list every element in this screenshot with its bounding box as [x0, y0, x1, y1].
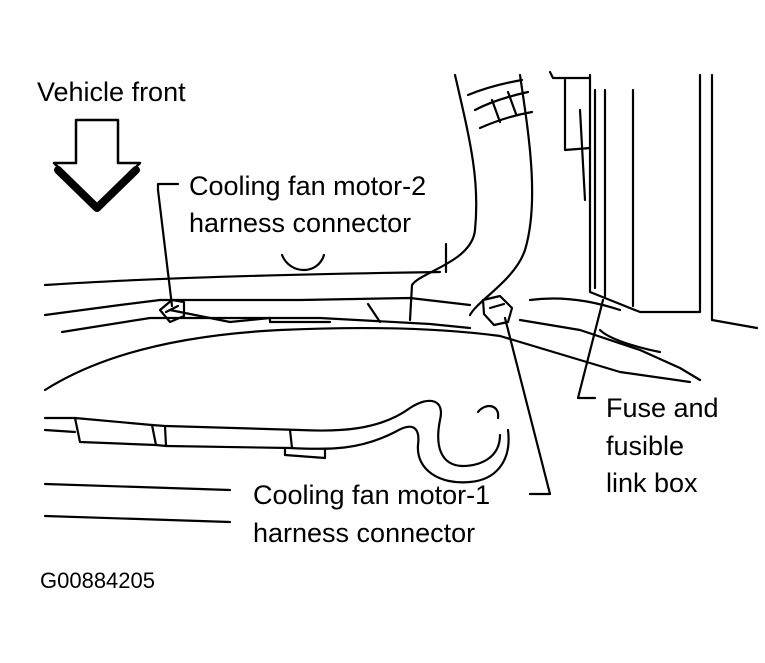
fuse-box-housing	[548, 70, 759, 330]
leader-fuse-box	[576, 298, 605, 400]
upper-hose	[408, 73, 534, 322]
motor-2-label-line-2: harness connector	[189, 208, 412, 238]
motor-1-connector	[481, 294, 514, 327]
motor-1-label-line-2: harness connector	[253, 518, 476, 548]
floor-line-2	[43, 514, 232, 524]
fuse-box-label-line-2: fusible	[606, 431, 685, 461]
motor-2-label-line-1: Cooling fan motor-2	[189, 171, 427, 201]
radiator-core-support	[43, 253, 702, 392]
motor-2-connector	[158, 298, 186, 324]
lower-hose	[43, 399, 510, 484]
motor-1-label-line-1: Cooling fan motor-1	[253, 480, 491, 510]
fuse-box-label-line-3: link box	[606, 468, 698, 498]
floor-line-1	[43, 482, 232, 492]
figure-code: G00884205	[40, 568, 155, 593]
leader-motor-1	[503, 316, 552, 496]
fuse-box-label-line-1: Fuse and	[606, 393, 719, 423]
vehicle-front-label: Vehicle front	[37, 77, 186, 107]
down-arrow-icon	[52, 118, 142, 212]
leader-motor-2	[156, 182, 180, 308]
